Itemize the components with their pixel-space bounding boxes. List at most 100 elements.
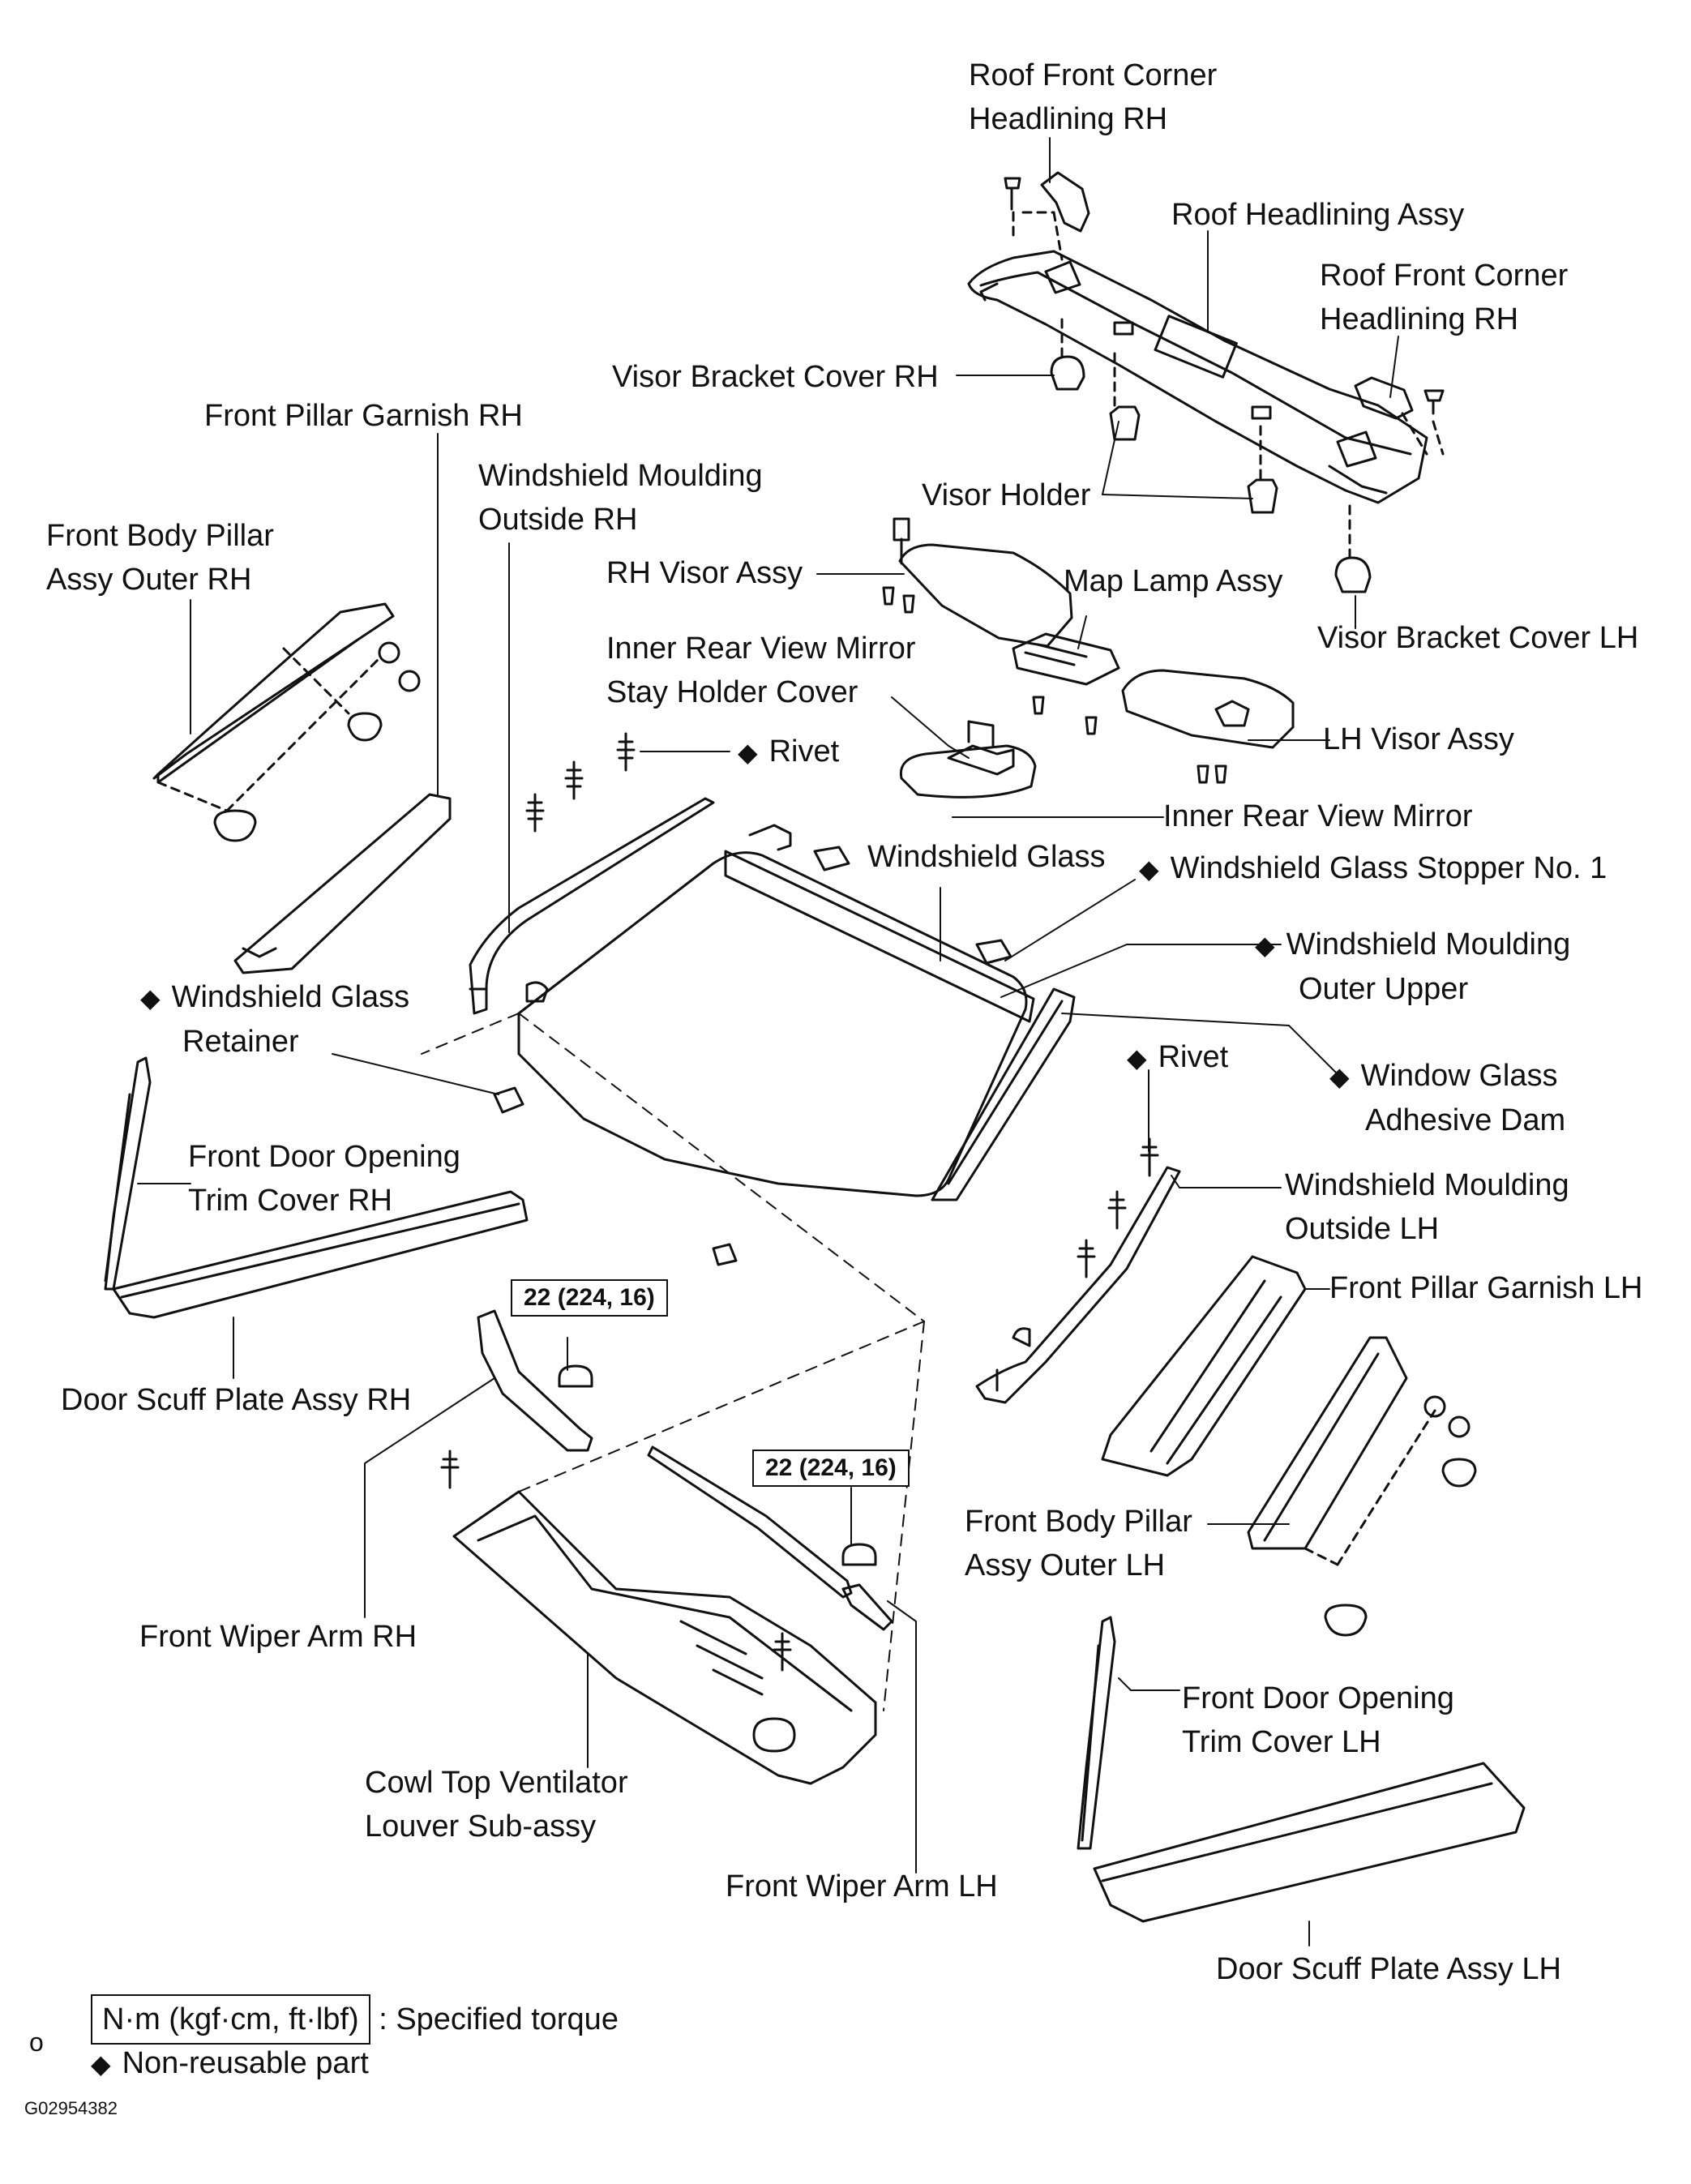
label-roof-front-corner-headlining-rh-right: Roof Front Corner Headlining RH (1320, 254, 1568, 341)
label-line: Roof Front Corner (969, 58, 1218, 92)
door-scuff-plate-assy-rh-part (113, 1192, 527, 1317)
label-front-door-opening-trim-cover-rh: Front Door Opening Trim Cover RH (188, 1135, 460, 1223)
windshield-moulding-outside-lh-part (977, 1139, 1179, 1402)
label-visor-bracket-cover-lh: Visor Bracket Cover LH (1317, 621, 1639, 655)
label-line: Windshield Moulding (478, 459, 763, 493)
label-line: Louver Sub-assy (365, 1809, 597, 1844)
label-front-wiper-arm-lh: Front Wiper Arm LH (726, 1869, 998, 1904)
label-visor-bracket-cover-rh: Visor Bracket Cover RH (612, 360, 939, 394)
non-reusable-diamond-icon: ◆ (738, 738, 758, 767)
label-text: Windshield Glass Stopper No. 1 (1170, 851, 1608, 885)
non-reusable-diamond-icon: ◆ (1139, 854, 1159, 884)
legend-torque: N·m (kgf·cm, ft·lbf) : Specified torque (91, 1994, 619, 2045)
label-front-wiper-arm-rh: Front Wiper Arm RH (139, 1620, 417, 1654)
label-line: Front Door Opening (188, 1140, 460, 1174)
label-roof-headlining-assy: Roof Headlining Assy (1171, 198, 1465, 232)
label-windshield-moulding-outer-upper: ◆ Windshield Moulding Outer Upper (1255, 923, 1570, 1011)
label-windshield-moulding-outside-rh: Windshield Moulding Outside RH (478, 454, 763, 542)
label-front-door-opening-trim-cover-lh: Front Door Opening Trim Cover LH (1182, 1677, 1454, 1764)
roof-front-corner-headlining-rh-right-part (1355, 378, 1443, 454)
front-wiper-arm-rh-part (478, 1311, 592, 1450)
label-line: Front Body Pillar (46, 519, 274, 553)
map-lamp-assy-part (1013, 634, 1119, 734)
visor-bracket-cover-rh-part (1051, 316, 1084, 389)
label-inner-rear-view-mirror: Inner Rear View Mirror (1163, 799, 1473, 833)
label-lh-visor-assy: LH Visor Assy (1323, 722, 1514, 756)
label-line: ◆ Window Glass (1329, 1054, 1565, 1098)
figure-id: G02954382 (24, 2098, 118, 2118)
label-line: Retainer (182, 1025, 299, 1059)
label-text: Windshield Moulding (1286, 927, 1571, 961)
front-door-opening-trim-cover-rh-part (105, 1058, 150, 1289)
label-line: Outside LH (1285, 1212, 1440, 1246)
label-windshield-glass-retainer: ◆Windshield Glass Retainer (140, 975, 409, 1064)
label-line: Windshield Moulding (1285, 1168, 1569, 1202)
inner-rear-view-mirror-part (901, 722, 1035, 797)
label-line: Trim Cover LH (1182, 1725, 1381, 1759)
label-line: Headlining RH (1320, 302, 1519, 336)
cowl-top-ventilator-louver-part (442, 1451, 875, 1784)
label-line: ◆ Windshield Moulding (1255, 923, 1570, 967)
label-rh-visor-assy: RH Visor Assy (606, 556, 803, 590)
label-front-body-pillar-assy-outer-lh: Front Body Pillar Assy Outer LH (965, 1500, 1192, 1587)
label-line: Inner Rear View Mirror (606, 632, 916, 666)
label-rivet-right: ◆ Rivet (1127, 1035, 1228, 1080)
label-line: Assy Outer RH (46, 563, 252, 597)
label-line: Outside RH (478, 503, 638, 537)
rh-visor-assy-part (884, 519, 1072, 646)
label-line: Outer Upper (1299, 972, 1469, 1006)
leader-lines (138, 138, 1398, 1946)
label-map-lamp-assy: Map Lamp Assy (1064, 564, 1283, 598)
non-reusable-diamond-icon: ◆ (91, 2049, 111, 2079)
label-front-pillar-garnish-lh: Front Pillar Garnish LH (1329, 1271, 1643, 1305)
front-door-opening-trim-cover-lh-part (1078, 1617, 1115, 1848)
label-text: Rivet (1158, 1040, 1229, 1074)
label-inner-rear-view-mirror-stay-holder-cover: Inner Rear View Mirror Stay Holder Cover (606, 627, 916, 714)
front-wiper-arm-lh-part (649, 1447, 892, 1629)
label-visor-holder: Visor Holder (922, 478, 1091, 512)
front-body-pillar-assy-outer-lh-part (1248, 1338, 1475, 1635)
label-windshield-moulding-outside-lh: Windshield Moulding Outside LH (1285, 1163, 1569, 1251)
label-rivet-top: ◆ Rivet (738, 730, 839, 774)
label-line: Cowl Top Ventilator (365, 1766, 628, 1800)
legend-torque-units-box: N·m (kgf·cm, ft·lbf) (91, 1994, 370, 2045)
windshield-glass-retainer-part (494, 983, 736, 1265)
front-pillar-garnish-rh-part (235, 794, 450, 973)
legend-non-reusable-desc: Non-reusable part (122, 2046, 369, 2080)
label-door-scuff-plate-assy-rh: Door Scuff Plate Assy RH (61, 1383, 412, 1417)
windshield-moulding-outer-upper-part (750, 825, 790, 850)
label-line: Headlining RH (969, 102, 1168, 136)
non-reusable-diamond-icon: ◆ (1127, 1043, 1147, 1073)
label-line: Assy Outer LH (965, 1548, 1166, 1582)
label-roof-front-corner-headlining-rh-top: Roof Front Corner Headlining RH (969, 54, 1217, 141)
windshield-moulding-outside-rh-part (470, 734, 713, 1013)
label-text: Rivet (768, 734, 840, 769)
label-line: Front Door Opening (1182, 1681, 1454, 1715)
label-front-pillar-garnish-rh: Front Pillar Garnish RH (204, 399, 523, 433)
label-line: Stay Holder Cover (606, 675, 858, 709)
label-line: ◆Windshield Glass (140, 975, 409, 1020)
torque-spec-wiper-rh: 22 (224, 16) (511, 1279, 668, 1317)
label-windshield-glass-stopper-no1: ◆ Windshield Glass Stopper No. 1 (1139, 846, 1607, 891)
front-body-pillar-assy-outer-rh-part (154, 604, 419, 841)
label-cowl-top-ventilator-louver-sub-assy: Cowl Top Ventilator Louver Sub-assy (365, 1761, 628, 1848)
non-reusable-diamond-icon: ◆ (1255, 931, 1275, 960)
label-text: Window Glass (1360, 1059, 1558, 1093)
label-text: Windshield Glass (171, 980, 410, 1014)
legend-non-reusable: ◆ Non-reusable part (91, 2041, 369, 2086)
door-scuff-plate-assy-lh-part (1094, 1763, 1524, 1921)
legend-torque-desc: : Specified torque (379, 2002, 619, 2036)
roof-headlining-assy-part (969, 251, 1427, 503)
visor-bracket-cover-lh-part (1336, 503, 1370, 592)
label-line: Roof Front Corner (1320, 259, 1569, 293)
visor-holder-parts (1111, 349, 1277, 512)
label-window-glass-adhesive-dam: ◆Window Glass Adhesive Dam (1329, 1054, 1565, 1142)
label-front-body-pillar-assy-outer-rh: Front Body Pillar Assy Outer RH (46, 514, 274, 602)
torque-spec-wiper-lh: 22 (224, 16) (752, 1450, 910, 1487)
non-reusable-diamond-icon: ◆ (1329, 1062, 1350, 1091)
dashed-assembly-lines (422, 1013, 924, 1711)
label-line: Front Body Pillar (965, 1505, 1192, 1539)
label-door-scuff-plate-assy-lh: Door Scuff Plate Assy LH (1216, 1952, 1561, 1986)
lh-visor-assy-part (1123, 670, 1293, 782)
